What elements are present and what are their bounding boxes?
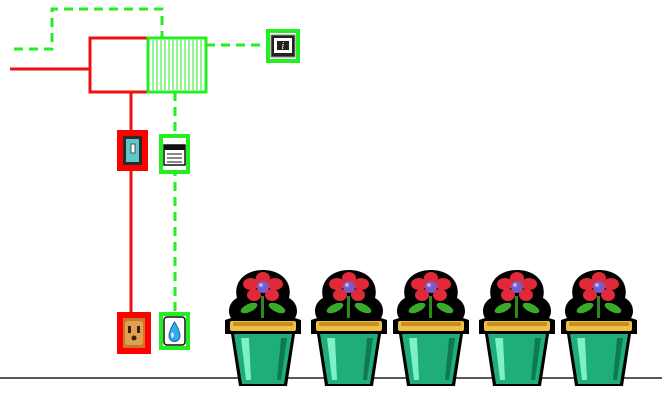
calendar-icon bbox=[163, 144, 186, 166]
flower-pot-icon bbox=[311, 270, 387, 386]
potted-plant[interactable] bbox=[223, 268, 303, 388]
flower-pot-icon bbox=[393, 270, 469, 386]
wall-switch-tile[interactable] bbox=[117, 130, 148, 171]
power-outlet-tile[interactable] bbox=[117, 312, 151, 354]
power-box[interactable] bbox=[88, 36, 150, 94]
info-panel-icon: i bbox=[270, 34, 296, 58]
calendar-tile[interactable] bbox=[159, 134, 190, 174]
filter-box-hatching bbox=[152, 40, 202, 90]
potted-plant[interactable] bbox=[559, 268, 639, 388]
water-drop-tile[interactable] bbox=[159, 312, 190, 350]
potted-plant[interactable] bbox=[477, 268, 557, 388]
flower-pot-icon bbox=[225, 270, 301, 386]
flower-pot-icon bbox=[479, 270, 555, 386]
control-loop-wire bbox=[14, 7, 164, 51]
info-panel-tile[interactable]: i bbox=[266, 29, 300, 63]
potted-plant[interactable] bbox=[309, 268, 389, 388]
power-outlet-icon bbox=[123, 318, 145, 348]
potted-plant[interactable] bbox=[391, 268, 471, 388]
flower-pot-icon bbox=[561, 270, 637, 386]
water-drop-icon bbox=[163, 316, 186, 346]
wall-switch-icon bbox=[123, 136, 142, 165]
svg-text:i: i bbox=[282, 42, 285, 52]
